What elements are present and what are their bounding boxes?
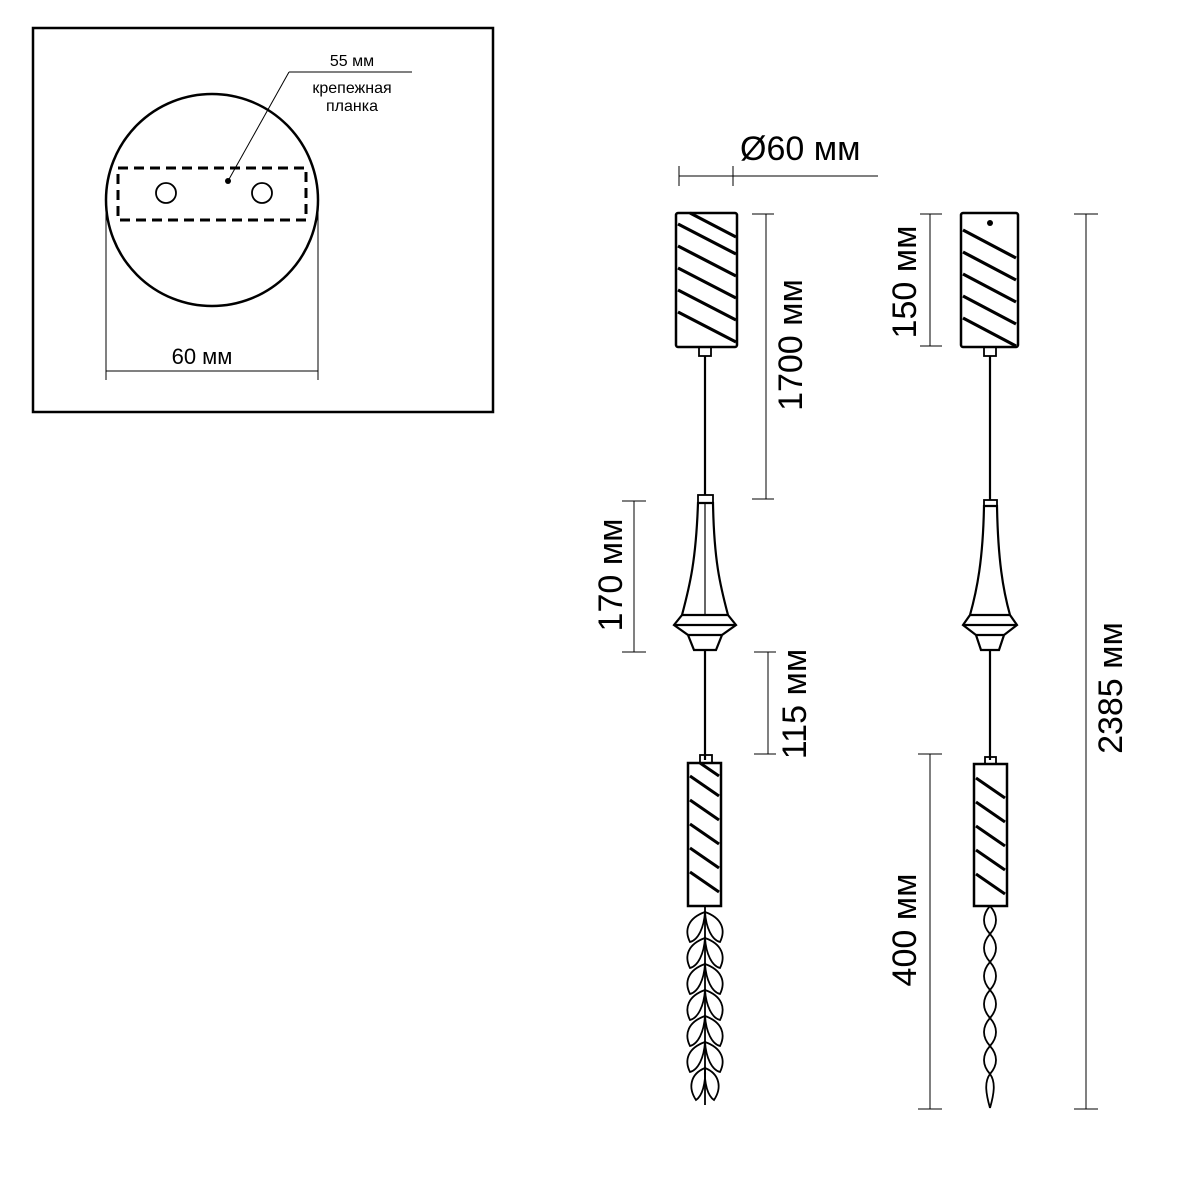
screw-hole-right xyxy=(251,182,273,204)
canopy-height-label: 150 мм xyxy=(886,226,924,339)
cable-length-label: 1700 мм xyxy=(772,279,810,411)
diameter-label: Ø60 мм xyxy=(740,130,860,168)
upper-connector xyxy=(697,494,714,504)
canopy-diameter-label: 60 мм xyxy=(172,344,233,369)
plate-label-line2: планка xyxy=(326,98,378,115)
lower-cylinder xyxy=(686,761,723,908)
plate-width-label: 55 мм xyxy=(330,53,374,70)
side-canopy-cylinder xyxy=(959,211,1020,357)
total-height-label: 2385 мм xyxy=(1092,622,1130,754)
side-mid-ornament xyxy=(961,504,1019,652)
inset-frame xyxy=(31,26,495,414)
plate-label-line1: крепежная xyxy=(312,80,391,97)
canopy-cylinder xyxy=(674,211,739,357)
pendant-length-label: 400 мм xyxy=(886,874,924,987)
plate-leader-line xyxy=(227,71,290,182)
mid-element-label: 170 мм xyxy=(592,519,630,632)
screw-hole-left xyxy=(155,182,177,204)
front-view: Ø60 мм xyxy=(592,130,878,1105)
inset-panel: 55 мм крепежная планка 60 мм xyxy=(31,26,495,414)
side-view: 150 мм 400 мм 2385 мм xyxy=(886,211,1130,1110)
lower-cable-label: 115 мм xyxy=(776,649,814,759)
canopy-top-circle xyxy=(104,92,320,308)
mounting-plate-outline xyxy=(116,166,308,222)
side-crystal-profile xyxy=(983,905,997,1109)
side-lower-cylinder xyxy=(972,762,1009,908)
mid-ornament xyxy=(672,501,738,652)
wheat-ear-crystal xyxy=(686,906,724,1105)
